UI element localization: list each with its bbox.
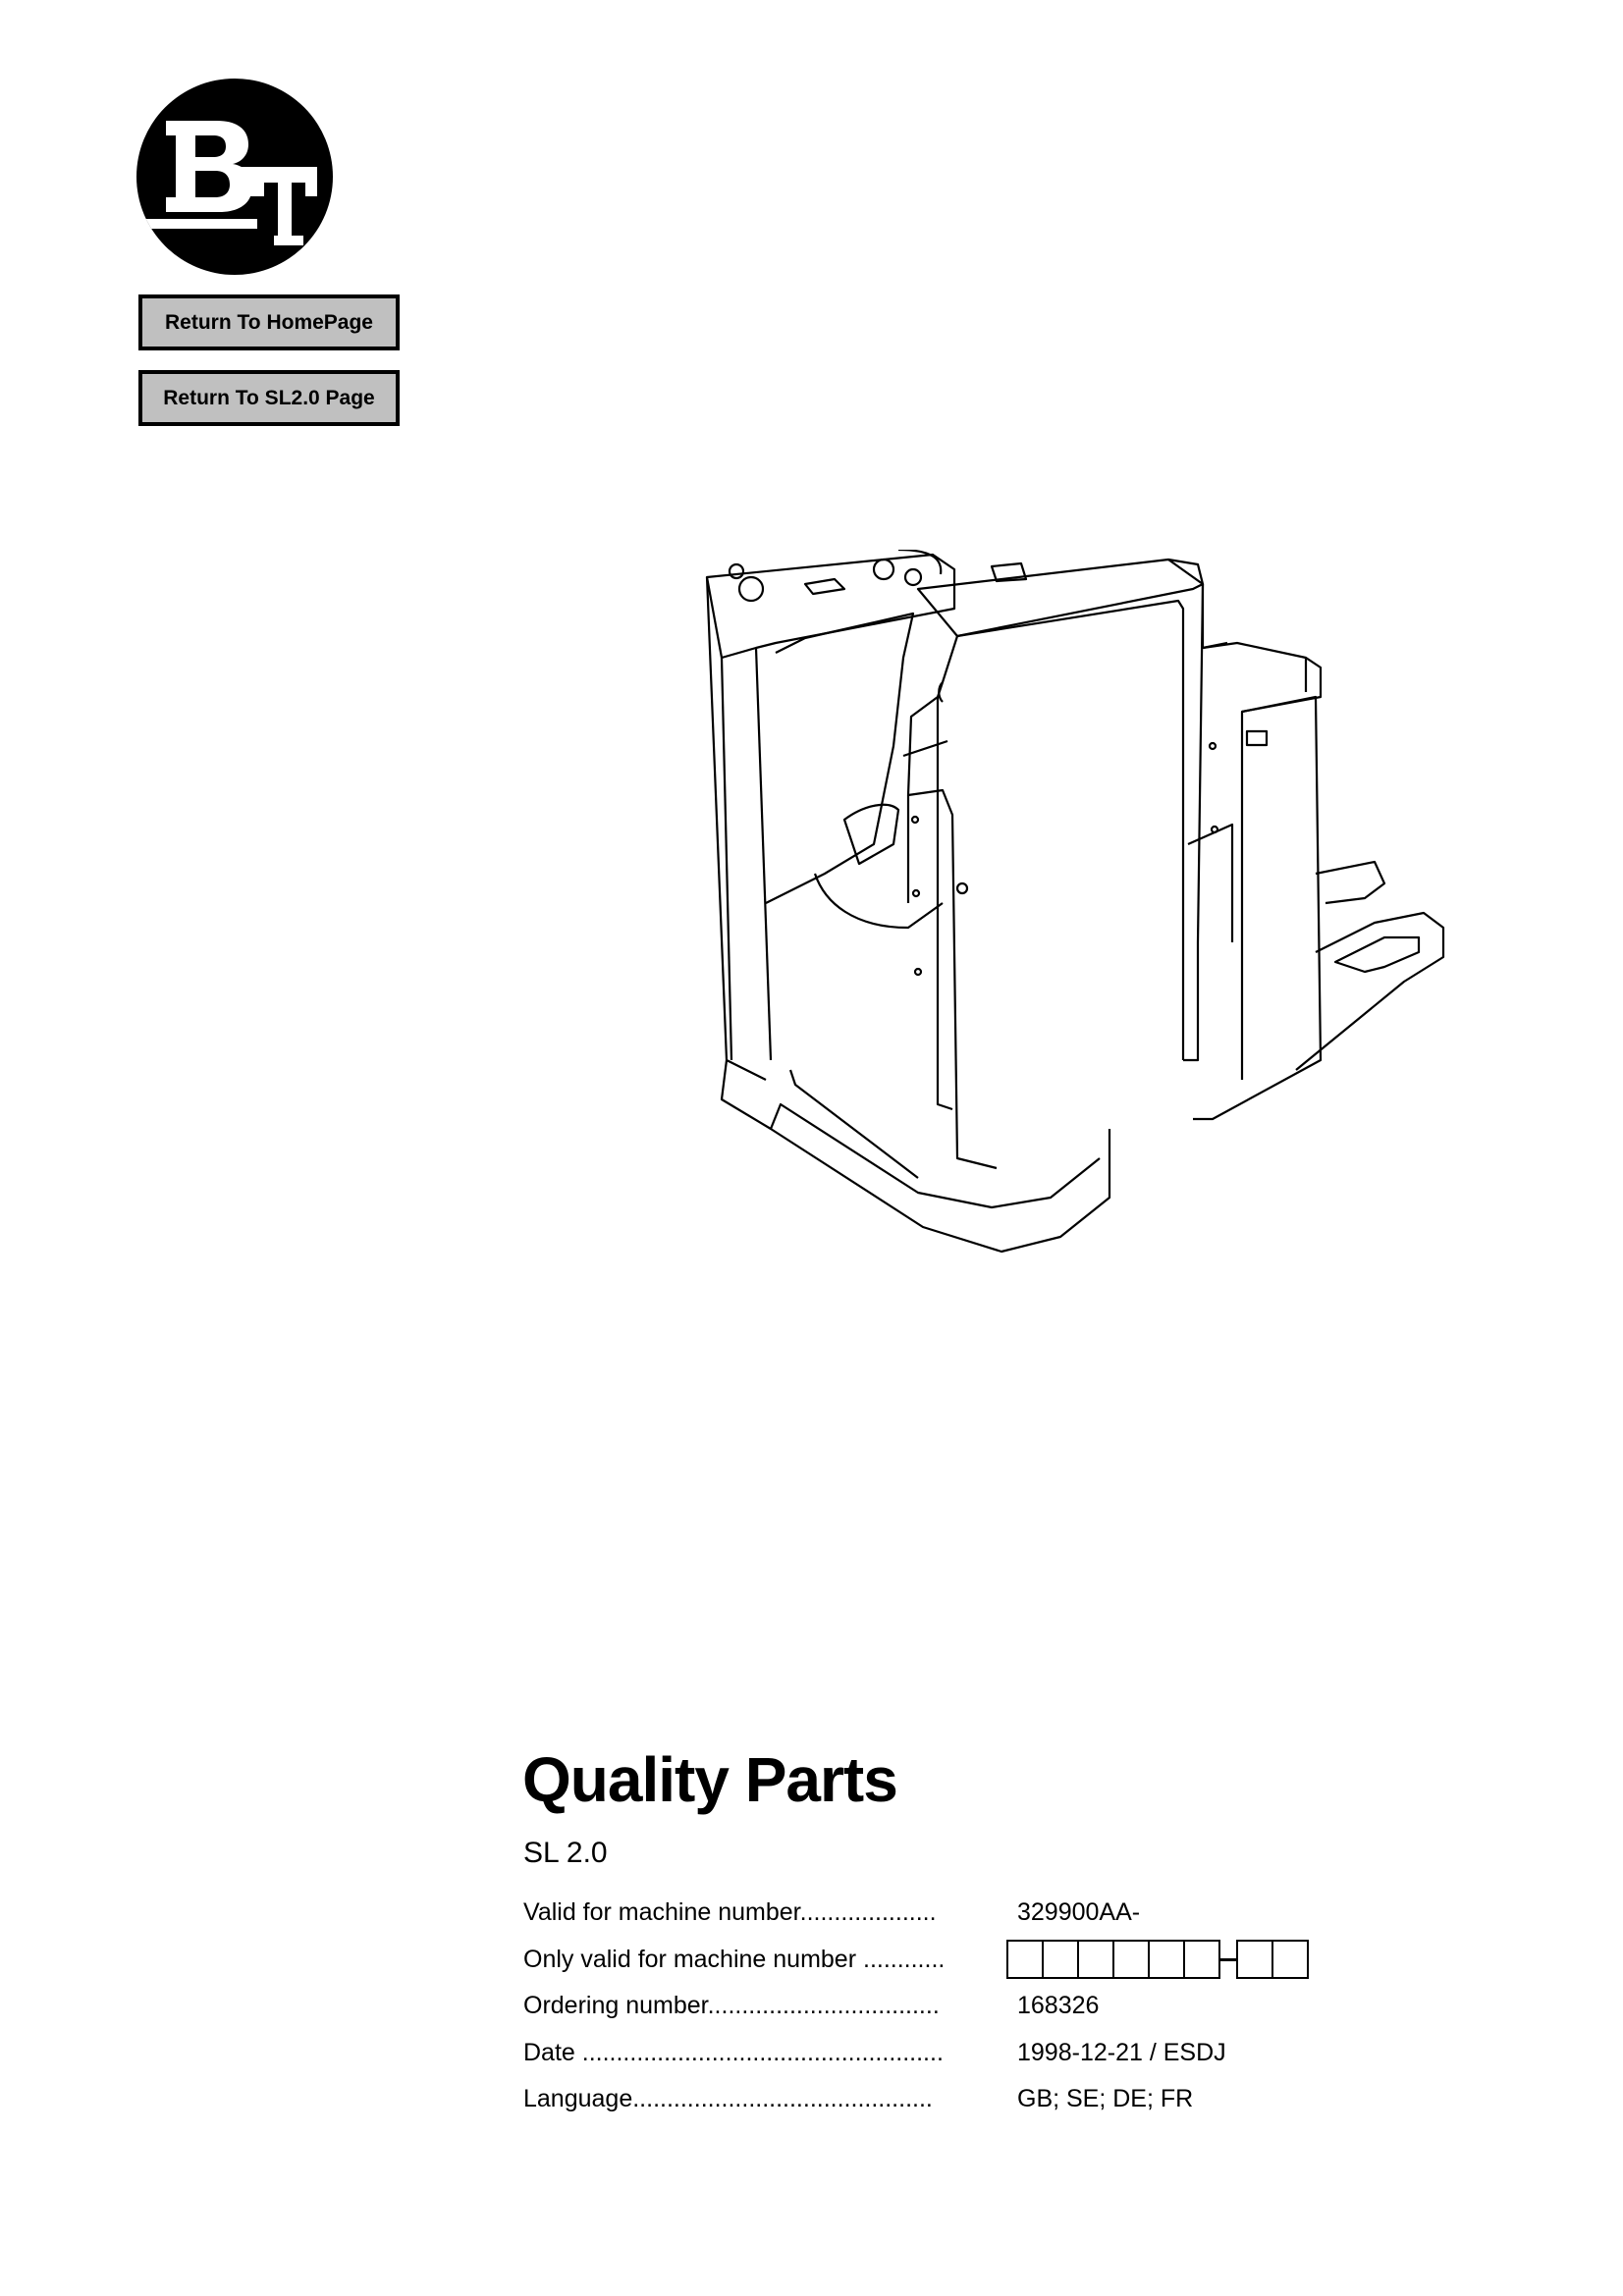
info-label: Date <box>523 2038 575 2066</box>
info-row-ordering-number: Ordering number.........................… <box>523 1983 1309 2030</box>
info-value: 329900AA- <box>1017 1898 1141 1927</box>
return-to-homepage-button[interactable]: Return To HomePage <box>138 294 400 350</box>
info-row-valid-machine-number: Valid for machine number................… <box>523 1890 1309 1937</box>
digit-box <box>1236 1940 1273 1980</box>
digit-box <box>1006 1940 1044 1980</box>
info-value: 1998-12-21 / ESDJ <box>1017 2038 1226 2066</box>
model-subtitle: SL 2.0 <box>523 1837 608 1869</box>
digit-box <box>1148 1940 1185 1980</box>
info-row-date: Date ...................................… <box>523 2030 1309 2077</box>
info-label: Valid for machine number <box>523 1898 800 1927</box>
machine-number-entry-boxes <box>1006 1940 1309 1980</box>
info-value: 168326 <box>1017 1992 1100 2020</box>
leader-dots: .................................. <box>707 1992 940 2020</box>
info-label: Only valid for machine number <box>523 1945 857 1973</box>
info-row-only-valid-machine-number: Only valid for machine number ..........… <box>523 1937 1309 1984</box>
return-to-sl20-page-button[interactable]: Return To SL2.0 Page <box>138 370 400 426</box>
return-to-sl20-page-label: Return To SL2.0 Page <box>163 386 375 409</box>
bt-logo-icon <box>135 77 335 277</box>
page-title: Quality Parts <box>522 1744 898 1815</box>
leader-dots: ........................................… <box>632 2085 933 2113</box>
digit-box <box>1077 1940 1114 1980</box>
info-label: Ordering number <box>523 1992 708 2020</box>
leader-dots: ............ <box>856 1945 946 1973</box>
return-to-homepage-label: Return To HomePage <box>165 310 373 334</box>
digit-box <box>1271 1940 1309 1980</box>
box-separator-dash <box>1220 1957 1238 1961</box>
info-row-language: Language................................… <box>523 2076 1309 2123</box>
info-label: Language <box>523 2085 633 2113</box>
digit-box <box>1042 1940 1079 1980</box>
pallet-truck-illustration <box>697 548 1463 1276</box>
document-info-table: Valid for machine number................… <box>523 1890 1309 2123</box>
digit-box <box>1183 1940 1220 1980</box>
leader-dots: .................... <box>799 1898 937 1927</box>
leader-dots: ........................................… <box>574 2038 944 2066</box>
digit-box <box>1112 1940 1150 1980</box>
info-value: GB; SE; DE; FR <box>1017 2085 1194 2113</box>
